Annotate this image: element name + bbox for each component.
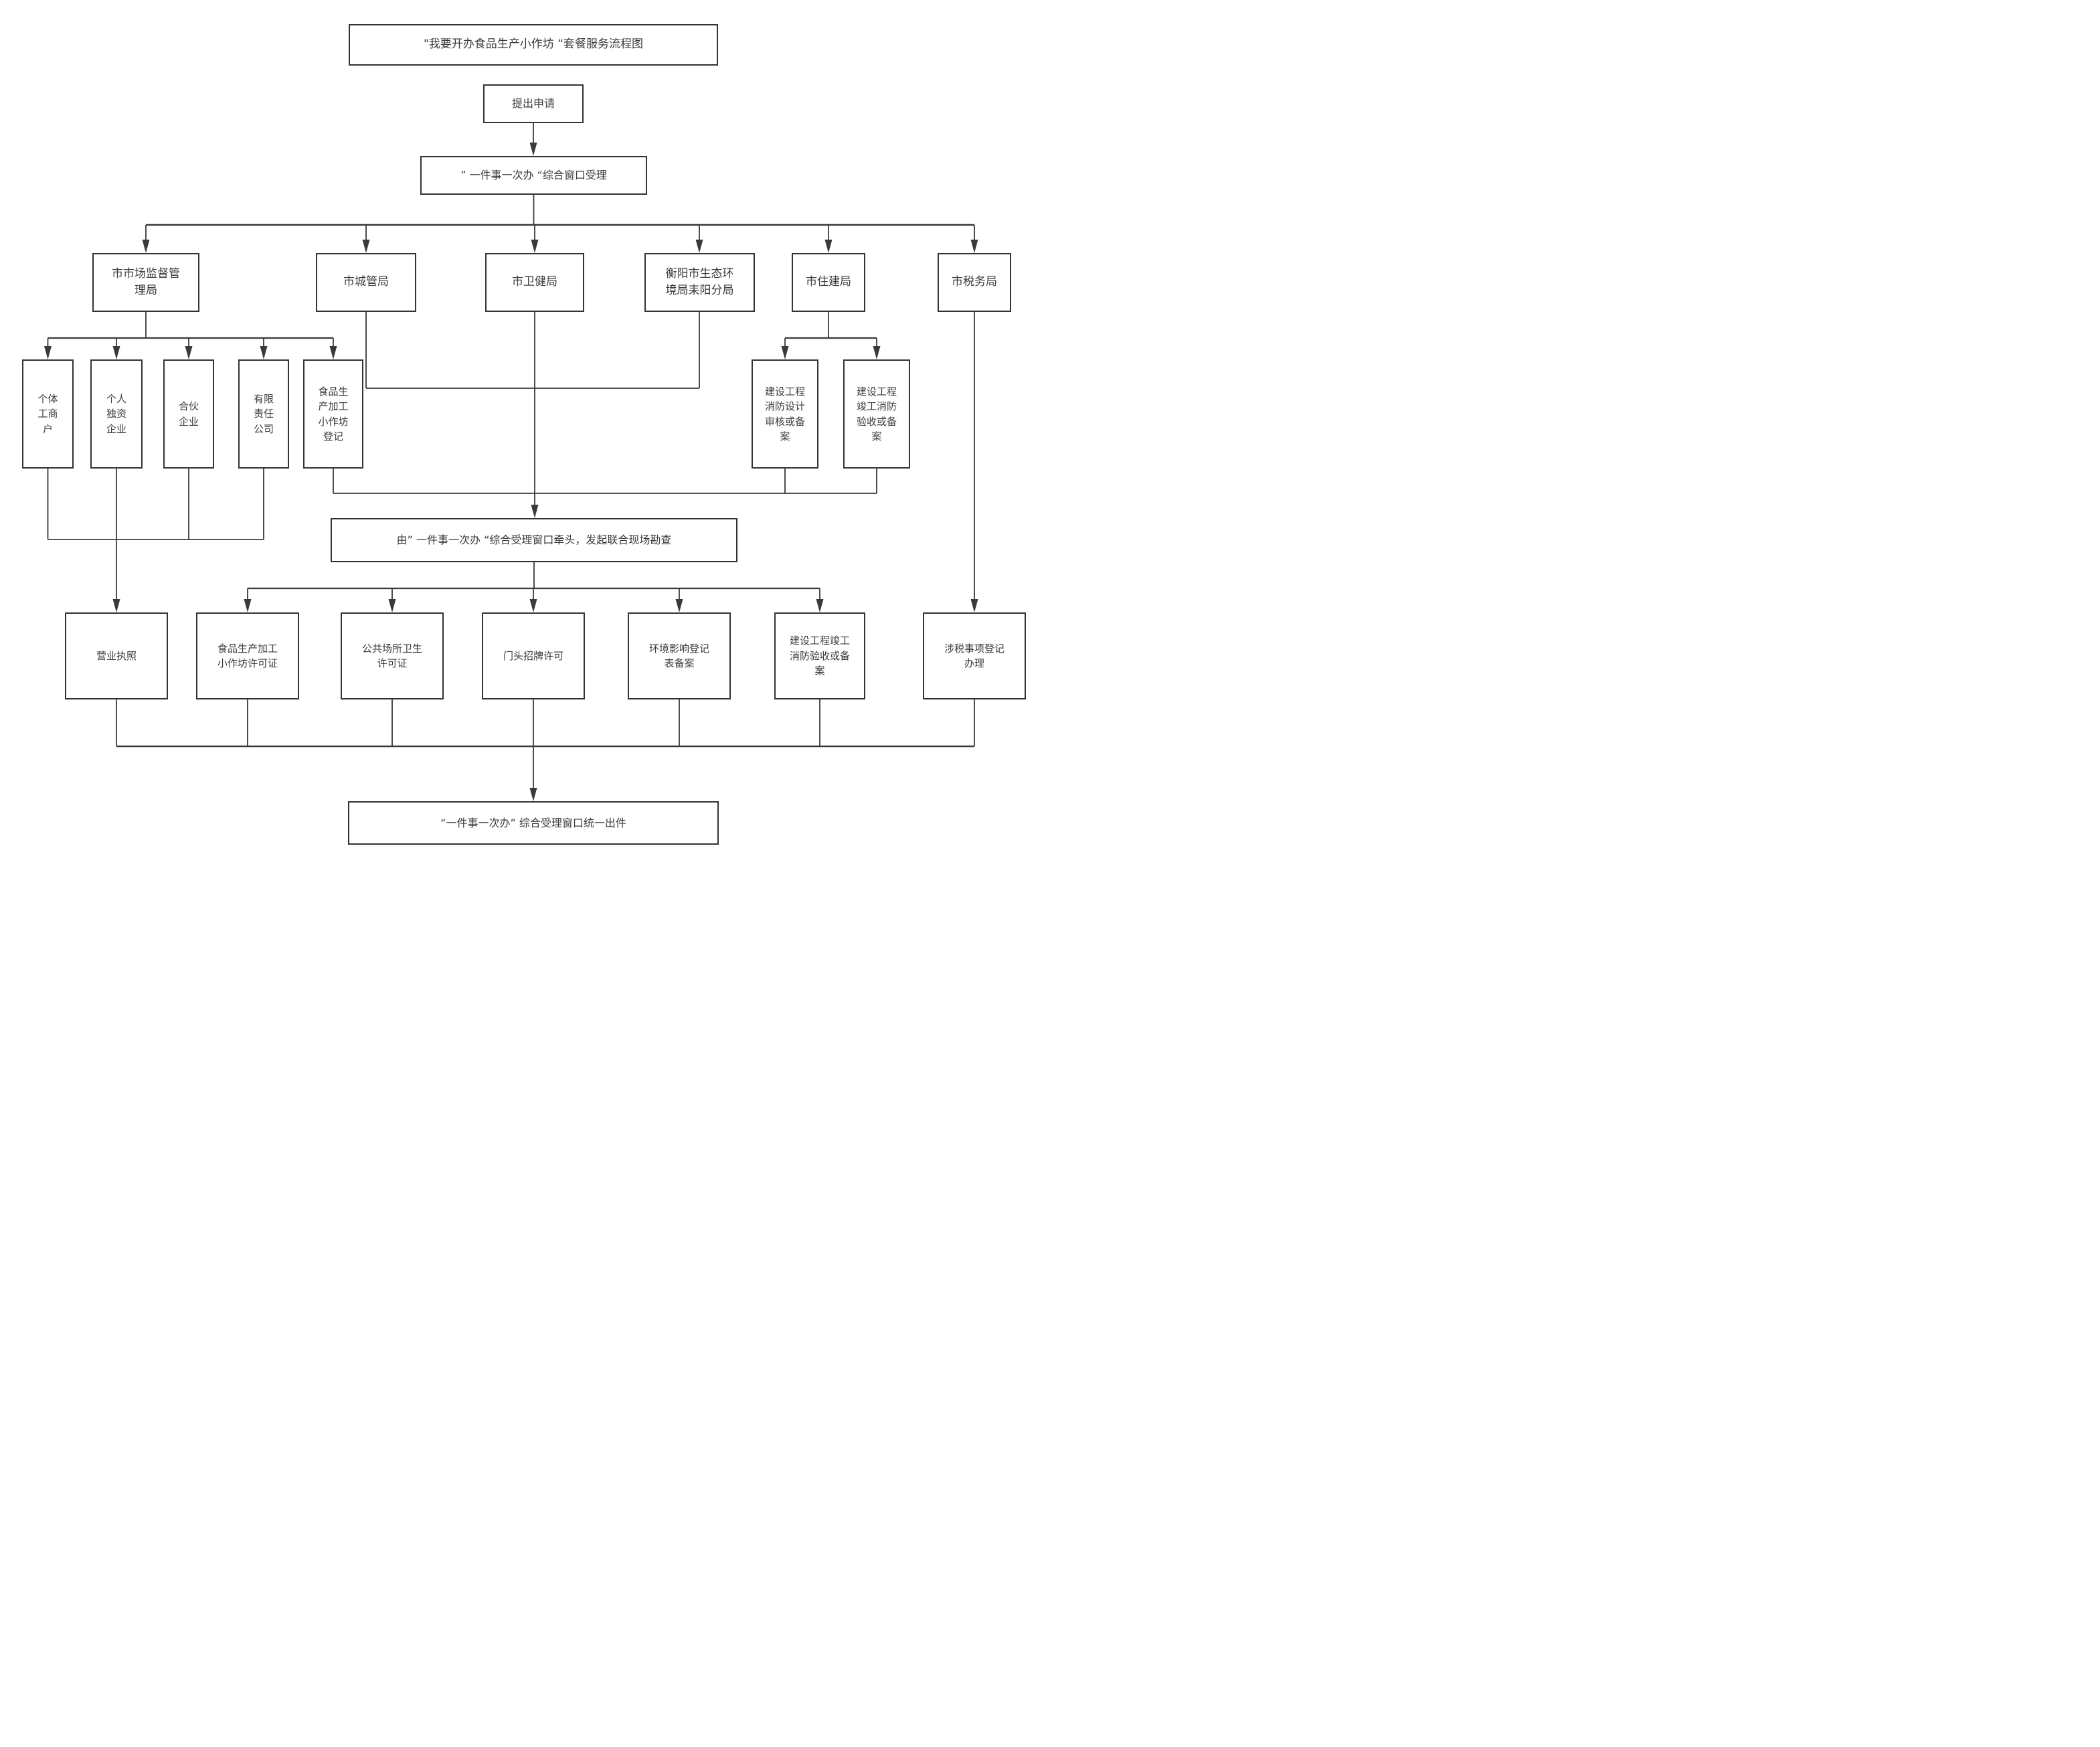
one-stop-window-box: ” 一件事一次办 “综合窗口受理 — [420, 156, 647, 195]
dept-city-admin-box: 市城管局 — [316, 253, 416, 312]
individual-business-box: 个体工商户 — [22, 359, 74, 469]
dept-housing-box: 市住建局 — [792, 253, 865, 312]
connector-lines — [44, 123, 978, 801]
final-output-box: “一件事一次办” 综合受理窗口统一出件 — [348, 801, 719, 845]
tax-registration-box: 涉税事项登记办理 — [923, 612, 1026, 699]
dept-health-box: 市卫健局 — [485, 253, 584, 312]
node-label: 合伙企业 — [178, 400, 199, 428]
node-label: 市市场监督管理局 — [112, 266, 180, 298]
flowchart-canvas: "我要开办食品生产小作坊 “套餐服务流程图 提出申请 ” 一件事一次办 “综合窗… — [0, 0, 1050, 874]
env-impact-record-box: 环境影响登记表备案 — [628, 612, 731, 699]
arrowheads — [44, 143, 978, 801]
joint-site-survey-box: 由” 一件事一次办 “综合受理窗口牵头，发起联合现场勘查 — [331, 518, 737, 562]
node-label: 环境影响登记表备案 — [648, 642, 709, 670]
signboard-permit-box: 门头招牌许可 — [482, 612, 585, 699]
node-label: 建设工程竣工消防验收或备案 — [789, 635, 850, 677]
fire-acceptance-box: 建设工程竣工消防验收或备案 — [843, 359, 910, 469]
node-label: ” 一件事一次办 “综合窗口受理 — [460, 169, 607, 181]
dept-ecology-box: 衡阳市生态环境局耒阳分局 — [644, 253, 755, 312]
flow-lines — [47, 123, 975, 789]
node-label: 个人独资企业 — [106, 392, 126, 435]
business-license-box: 营业执照 — [65, 612, 168, 699]
dept-market-supervision-box: 市市场监督管理局 — [92, 253, 199, 312]
node-label: 公共场所卫生许可证 — [361, 642, 422, 670]
node-label: 涉税事项登记办理 — [944, 642, 1004, 670]
sole-proprietorship-box: 个人独资企业 — [90, 359, 143, 469]
node-label: 营业执照 — [96, 649, 137, 662]
node-label: 市税务局 — [952, 275, 997, 289]
partnership-box: 合伙企业 — [163, 359, 214, 469]
node-label: 市卫健局 — [512, 275, 557, 289]
title-box: "我要开办食品生产小作坊 “套餐服务流程图 — [349, 24, 718, 66]
node-label: 由” 一件事一次办 “综合受理窗口牵头，发起联合现场勘查 — [396, 533, 672, 546]
title-label: "我要开办食品生产小作坊 “套餐服务流程图 — [423, 37, 644, 52]
llc-box: 有限责任公司 — [238, 359, 289, 469]
fire-acceptance-output-box: 建设工程竣工消防验收或备案 — [774, 612, 865, 699]
node-label: 建设工程竣工消防验收或备案 — [856, 385, 897, 443]
apply-box: 提出申请 — [483, 84, 584, 123]
node-label: 市城管局 — [343, 275, 389, 289]
dept-tax-box: 市税务局 — [938, 253, 1011, 312]
node-label: 有限责任公司 — [253, 392, 274, 435]
node-label: 个体工商户 — [37, 392, 58, 435]
node-label: 衡阳市生态环境局耒阳分局 — [665, 266, 734, 298]
fire-design-review-box: 建设工程消防设计审核或备案 — [752, 359, 818, 469]
node-label: 食品生产加工小作坊许可证 — [217, 642, 278, 670]
workshop-permit-box: 食品生产加工小作坊许可证 — [196, 612, 299, 699]
node-label: “一件事一次办” 综合受理窗口统一出件 — [440, 816, 626, 829]
node-label: 提出申请 — [511, 97, 555, 110]
node-label: 市住建局 — [806, 275, 851, 289]
public-hygiene-permit-box: 公共场所卫生许可证 — [341, 612, 444, 699]
node-label: 食品生产加工小作坊登记 — [318, 385, 349, 443]
workshop-registration-box: 食品生产加工小作坊登记 — [303, 359, 363, 469]
node-label: 门头招牌许可 — [503, 649, 563, 662]
node-label: 建设工程消防设计审核或备案 — [764, 385, 805, 443]
